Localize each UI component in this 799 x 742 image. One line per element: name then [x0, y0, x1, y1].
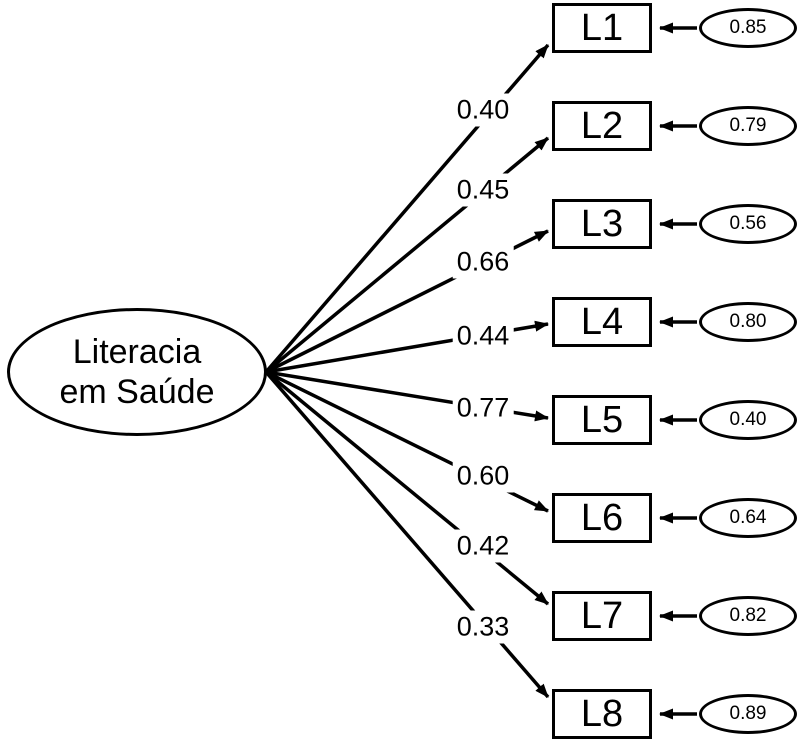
error-value: 0.85 [729, 17, 767, 38]
error-ellipse-l4: 0.80 [699, 302, 797, 342]
latent-label-line2: em Saúde [59, 373, 215, 411]
error-value: 0.79 [729, 115, 767, 136]
indicator-box-l1: L1 [552, 3, 652, 53]
error-ellipse-l3: 0.56 [699, 204, 797, 244]
latent-label-line1: Literacia [72, 332, 202, 371]
loading-label-l4: 0.44 [452, 319, 514, 353]
error-value: 0.82 [729, 605, 767, 626]
error-ellipse-l7: 0.82 [699, 596, 797, 636]
indicator-box-l2: L2 [552, 101, 652, 151]
indicator-label: L2 [580, 104, 624, 147]
indicator-box-l4: L4 [552, 297, 652, 347]
indicator-box-l8: L8 [552, 689, 652, 739]
indicator-box-l5: L5 [552, 395, 652, 445]
indicator-label: L8 [580, 692, 624, 735]
indicator-label: L1 [580, 6, 624, 49]
error-value: 0.40 [729, 409, 767, 430]
error-value: 0.80 [729, 311, 767, 332]
error-ellipse-l8: 0.89 [699, 694, 797, 734]
indicator-label: L3 [580, 202, 624, 245]
loading-label-l7: 0.42 [452, 529, 514, 563]
loading-label-l3: 0.66 [452, 245, 514, 279]
error-value: 0.56 [729, 213, 767, 234]
indicator-label: L4 [580, 300, 624, 343]
indicator-label: L7 [580, 594, 624, 637]
error-ellipse-l6: 0.64 [699, 498, 797, 538]
loading-arrow-l7 [264, 370, 550, 606]
error-ellipse-l5: 0.40 [699, 400, 797, 440]
indicator-label: L5 [580, 398, 624, 441]
indicator-box-l3: L3 [552, 199, 652, 249]
loading-label-l8: 0.33 [452, 610, 514, 644]
loading-label-l1: 0.40 [452, 93, 514, 127]
latent-variable-ellipse: Literacia em Saúde [7, 308, 267, 436]
indicator-box-l7: L7 [552, 591, 652, 641]
error-value: 0.64 [729, 507, 767, 528]
loading-label-l2: 0.45 [452, 173, 514, 207]
error-ellipse-l2: 0.79 [699, 106, 797, 146]
loading-label-l5: 0.77 [452, 391, 514, 425]
indicator-box-l6: L6 [552, 493, 652, 543]
error-ellipse-l1: 0.85 [699, 8, 797, 48]
error-value: 0.89 [729, 703, 767, 724]
loading-label-l6: 0.60 [452, 459, 514, 493]
indicator-label: L6 [580, 496, 624, 539]
